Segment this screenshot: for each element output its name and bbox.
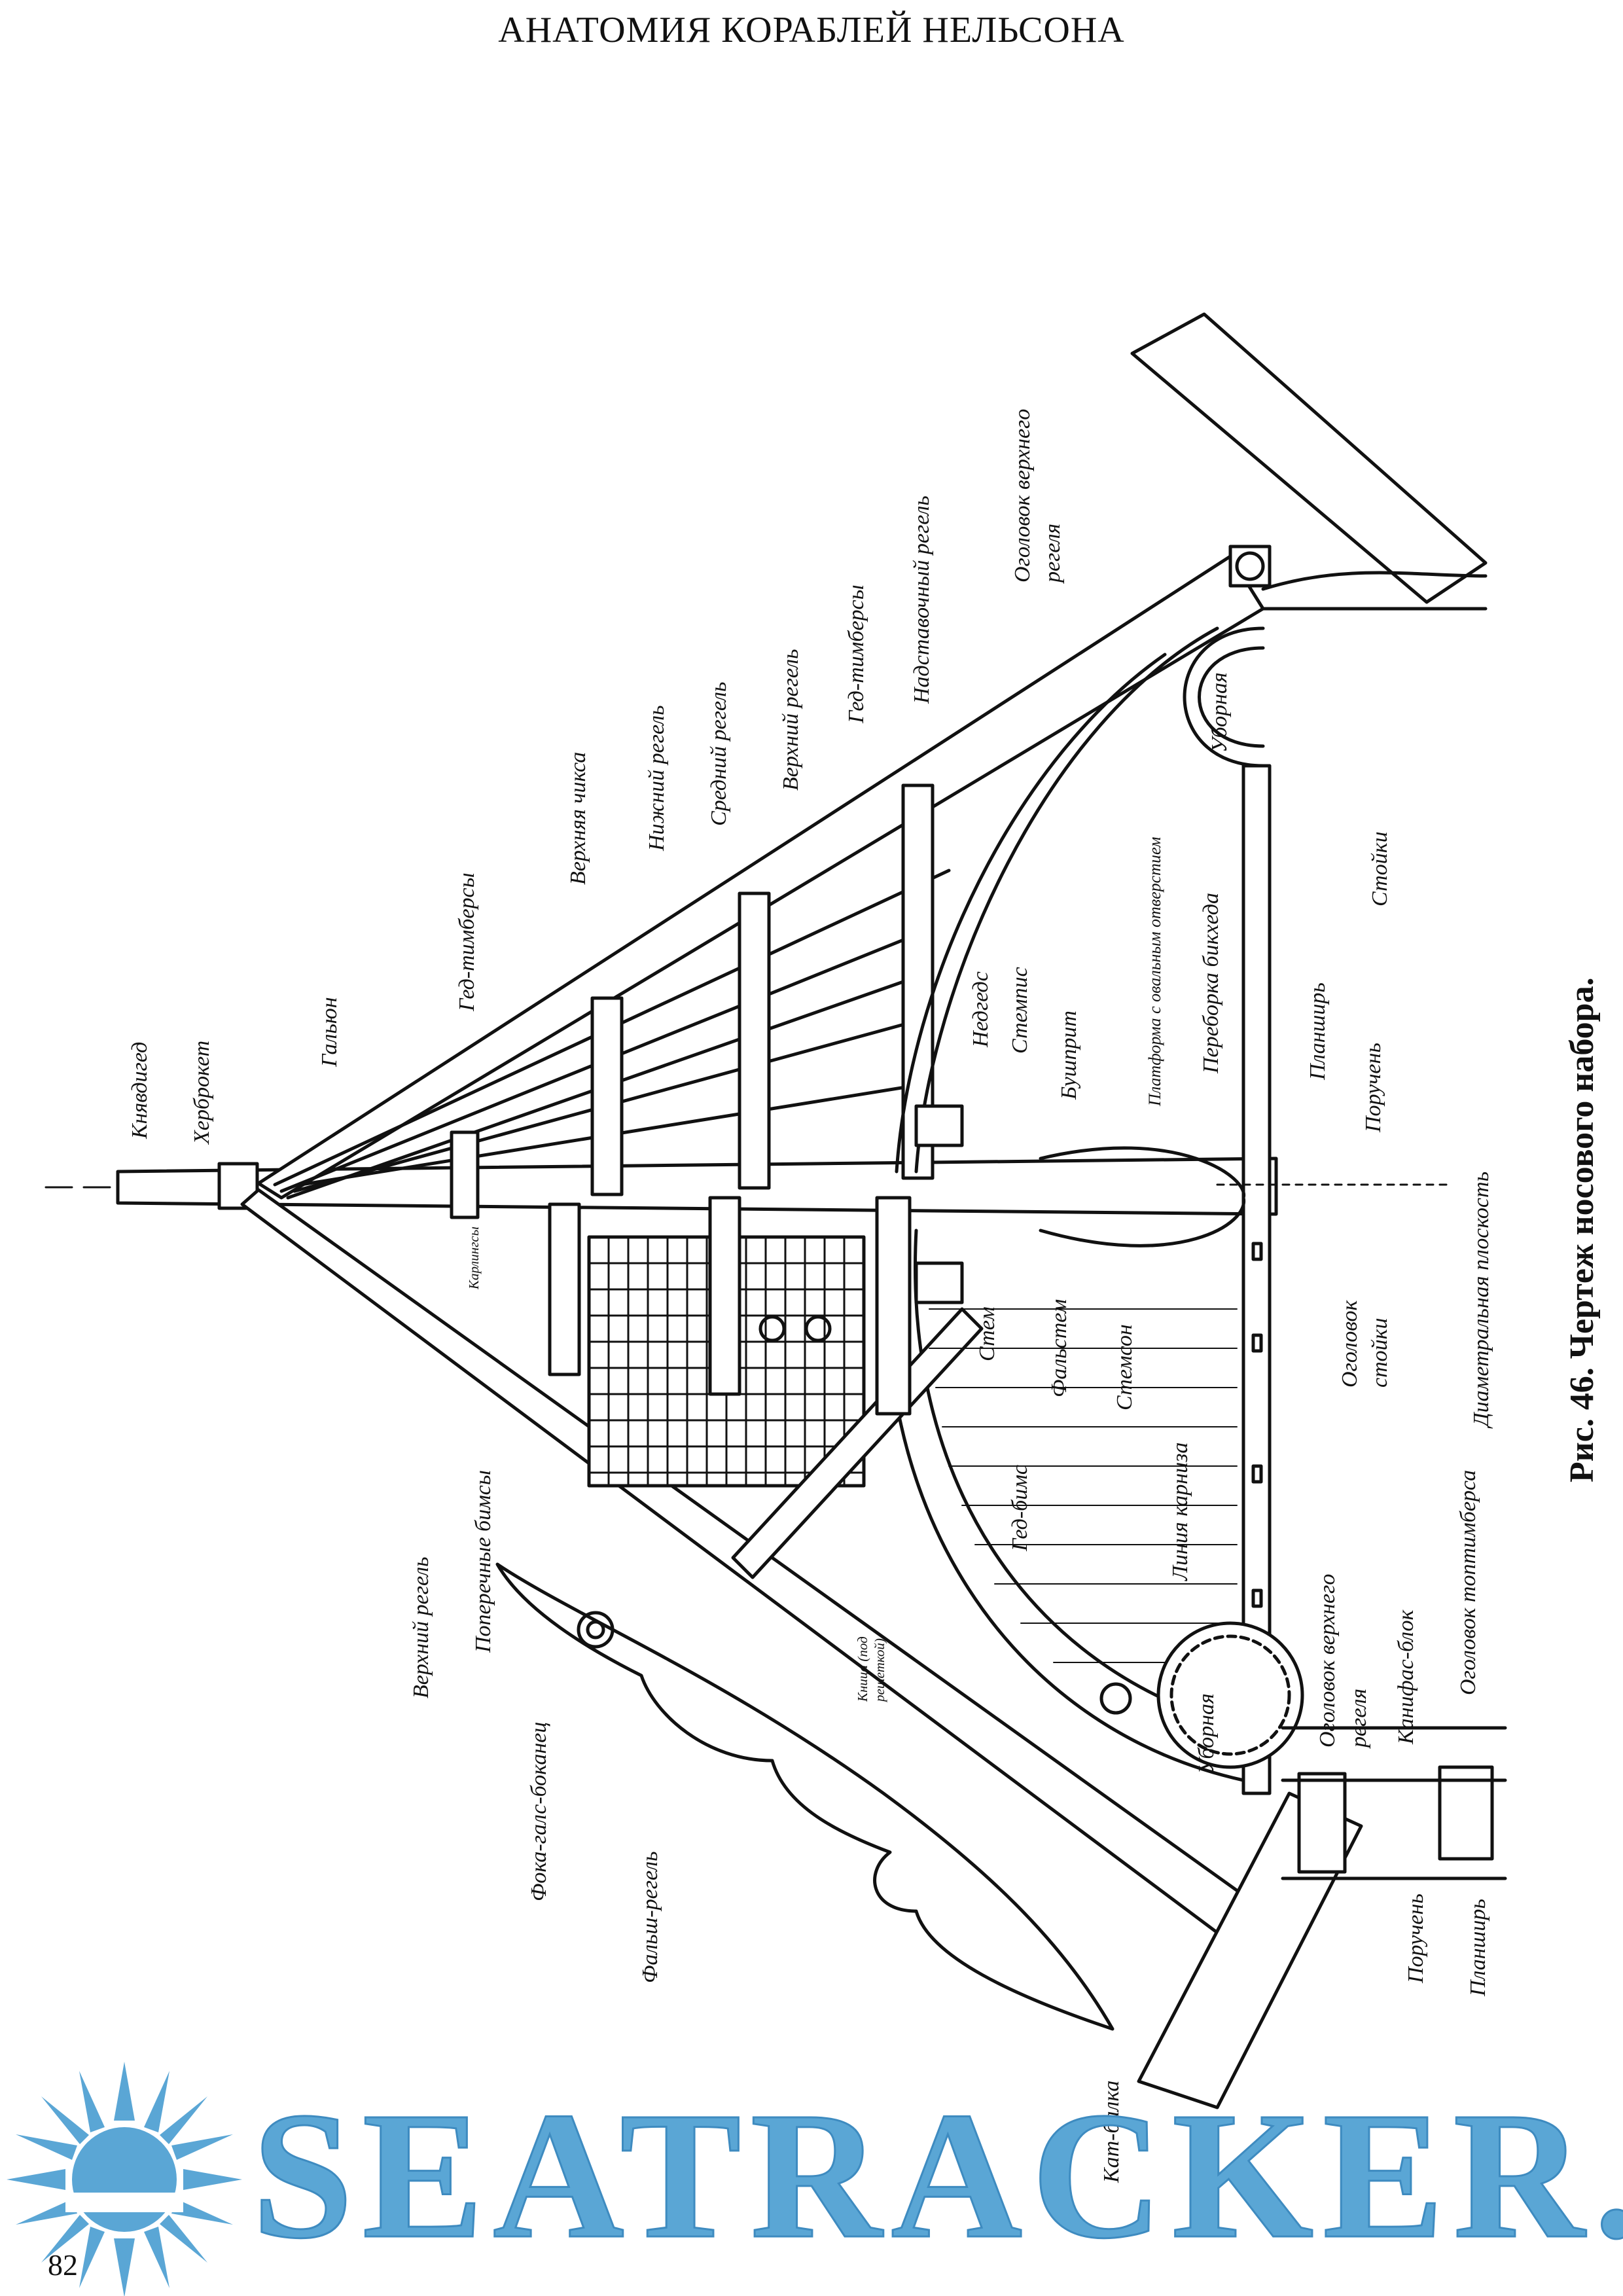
label-ged-timbersy-1: Гед-тимберсы [455, 872, 479, 1011]
label-ubornaya-bottom: Уборная [1194, 1693, 1219, 1774]
label-nedgeds: Недгедс [969, 971, 993, 1047]
page-number: 82 [48, 2248, 78, 2282]
label-verkhnyaya-chiksa: Верхняя чикса [566, 751, 590, 885]
label-ogolovok-verkhnego-regelya-top: Оголовок верхнего регеля [1010, 408, 1065, 583]
label-ged-timbersy-2: Гед-тимберсы [844, 584, 868, 723]
label-ogolovok-toptimbersa: Оголовок топтимберса [1456, 1469, 1480, 1695]
label-bushprit: Бушприт [1057, 1011, 1081, 1100]
figure-caption: Рис. 46. Чертеж носового набора. [1563, 977, 1601, 1482]
label-ogolovok-verkhnego-regelya-bottom: Оголовок верхнего регеля [1315, 1573, 1371, 1748]
sun-icon [7, 2062, 242, 2296]
label-kherbroket: Херброкет [190, 1040, 214, 1144]
label-knyavdiged: Княвдигед [128, 1041, 152, 1139]
label-ged-bims: Гед-бимс [1008, 1465, 1032, 1551]
label-stem: Стем [975, 1306, 999, 1361]
label-nizhniy-regel: Нижний регель [645, 705, 669, 851]
label-verkhniy-regel-bottom: Верхний регель [409, 1556, 433, 1698]
label-poruchen-mid: Поручень [1361, 1043, 1385, 1132]
label-stoyki: Стойки [1368, 831, 1392, 906]
label-galion: Гальюн [317, 997, 342, 1067]
label-planshir-mid: Планширь [1306, 982, 1330, 1080]
label-poruchen-bottom: Поручень [1404, 1893, 1428, 1983]
label-stemis: Стемпис [1008, 967, 1032, 1054]
label-kanifas-blok: Канифас-блок [1394, 1609, 1418, 1744]
label-nadstavochny-regel: Надставочный регель [910, 495, 934, 704]
label-ubornaya-top: Уборная [1207, 672, 1232, 753]
label-falstem: Фальстем [1047, 1299, 1071, 1397]
label-poperechnye-bimsy: Поперечные бимсы [471, 1470, 495, 1653]
watermark-label: SEATRACKER.RU [251, 2075, 1623, 2276]
label-sredniy-regel: Средний регель [707, 681, 731, 826]
label-stemson: Стемсон [1113, 1324, 1137, 1410]
label-pereborka-bikhseda: Переборка бикхеда [1199, 892, 1223, 1073]
label-karlingsy: Карлингсы [466, 1227, 482, 1289]
label-platforma: Платформа с овальным отверстием [1145, 836, 1164, 1106]
label-ogolovok-stoyki: Оголовок стойки [1338, 1300, 1392, 1388]
label-knitsa: Кница (под решеткой) [855, 1636, 888, 1702]
label-diametralnaya: Диаметральная плоскость [1469, 1171, 1493, 1427]
label-falsh-regel: Фальш-регель [638, 1851, 662, 1983]
label-foka-gals-bokanets: Фока-галс-боканец [527, 1721, 551, 1901]
label-liniya-karniza: Линия карниза [1168, 1442, 1192, 1581]
label-planshir-bottom: Планширь [1466, 1899, 1490, 1996]
running-header: АНАТОМИЯ КОРАБЛЕЙ НЕЛЬСОНА [498, 10, 1125, 50]
label-verkhniy-regel-top: Верхний регель [779, 649, 803, 791]
